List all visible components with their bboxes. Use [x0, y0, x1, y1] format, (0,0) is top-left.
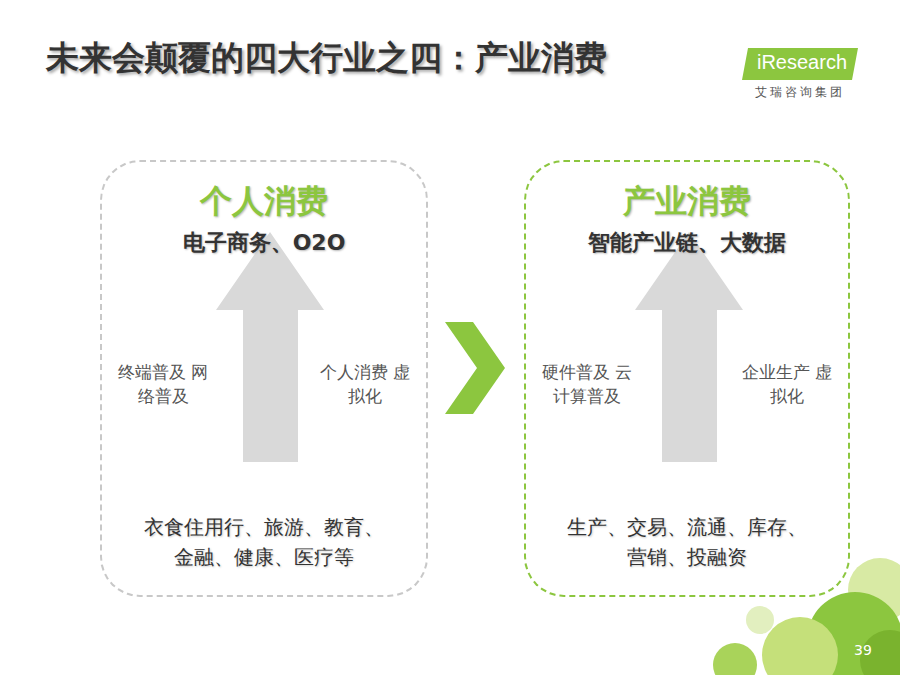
chevron-shape [445, 322, 505, 414]
node-footer: 衣食住用行、旅游、教育、金融、健康、医疗等 [138, 512, 390, 572]
side-note: 终端普及 网络普及 [116, 360, 210, 408]
logo-block [742, 48, 858, 80]
deco-circle [713, 643, 757, 675]
logo-subtitle: 艾瑞咨询集团 [742, 84, 858, 101]
logo-text: iResearch [752, 51, 852, 74]
node-heading: 个人消费 [102, 180, 426, 224]
dashed-box: 个人消费电子商务、O2O 终端普及 网络普及 个人消费 虚拟化衣食住用行、旅游、教育… [100, 160, 428, 597]
slide-title: 未来会颠覆的四大行业之四：产业消费 [46, 36, 607, 81]
side-note: 企业生产 虚拟化 [740, 360, 834, 408]
up-arrow [635, 232, 743, 462]
side-note: 个人消费 虚拟化 [318, 360, 412, 408]
deco-circle [762, 617, 838, 675]
deco-circle [746, 606, 774, 634]
node-footer: 生产、交易、流通、库存、营销、投融资 [561, 512, 813, 572]
node-subheading: 智能产业链、大数据 [526, 228, 848, 258]
up-arrow [216, 232, 324, 462]
dashed-box: 产业消费智能产业链、大数据硬件普及 云计算普及 企业生产 虚拟化生产、交易、流通、… [524, 160, 850, 597]
chevron-arrow [445, 322, 505, 414]
page-number: 39 [848, 642, 878, 658]
side-note: 硬件普及 云计算普及 [540, 360, 634, 408]
node-heading: 产业消费 [526, 180, 848, 224]
node-subheading: 电子商务、O2O [102, 228, 426, 258]
